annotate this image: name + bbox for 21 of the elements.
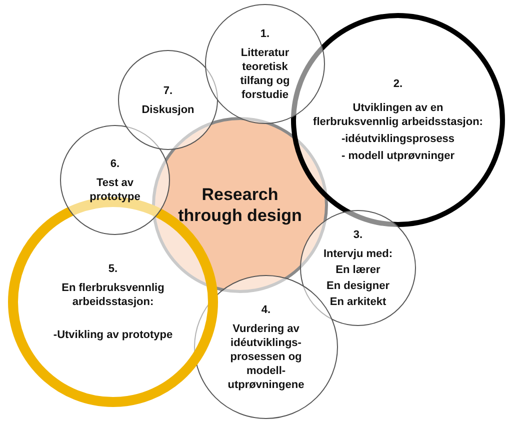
step-number: 3. <box>353 228 363 242</box>
step-text: En flerbruksvennlig arbeidsstasjon: <box>60 281 166 309</box>
step-text: Vurdering av idéutviklings- prosessen og modell- utprøvningene <box>226 322 306 392</box>
step-text: -idéutviklingsprosess <box>341 132 455 146</box>
step-text: Utviklingen av en flerbruksvennlig arbeidsstasjon: <box>312 101 484 129</box>
step-number: 7. <box>163 84 173 98</box>
step-text: En arkitekt <box>330 294 386 308</box>
step-text: - modell utprøvninger <box>341 149 455 163</box>
step-text: En designer <box>326 278 390 292</box>
step-text: Diskusjon <box>142 102 194 116</box>
step-text: Intervju med: <box>323 246 393 260</box>
step-text: En lærer <box>336 262 380 276</box>
title-text: Research through design <box>177 184 303 226</box>
step-number: 5. <box>108 262 118 276</box>
step-text: Litteratur teoretisk tilfang og forstudie <box>239 46 291 102</box>
step-text: -Utvikling av prototype <box>53 328 173 342</box>
step-number: 6. <box>110 156 120 170</box>
step-number: 2. <box>393 77 403 91</box>
step-text: Test av prototype <box>88 176 142 204</box>
step-number: 1. <box>260 26 270 40</box>
step-number: 4. <box>261 302 271 316</box>
